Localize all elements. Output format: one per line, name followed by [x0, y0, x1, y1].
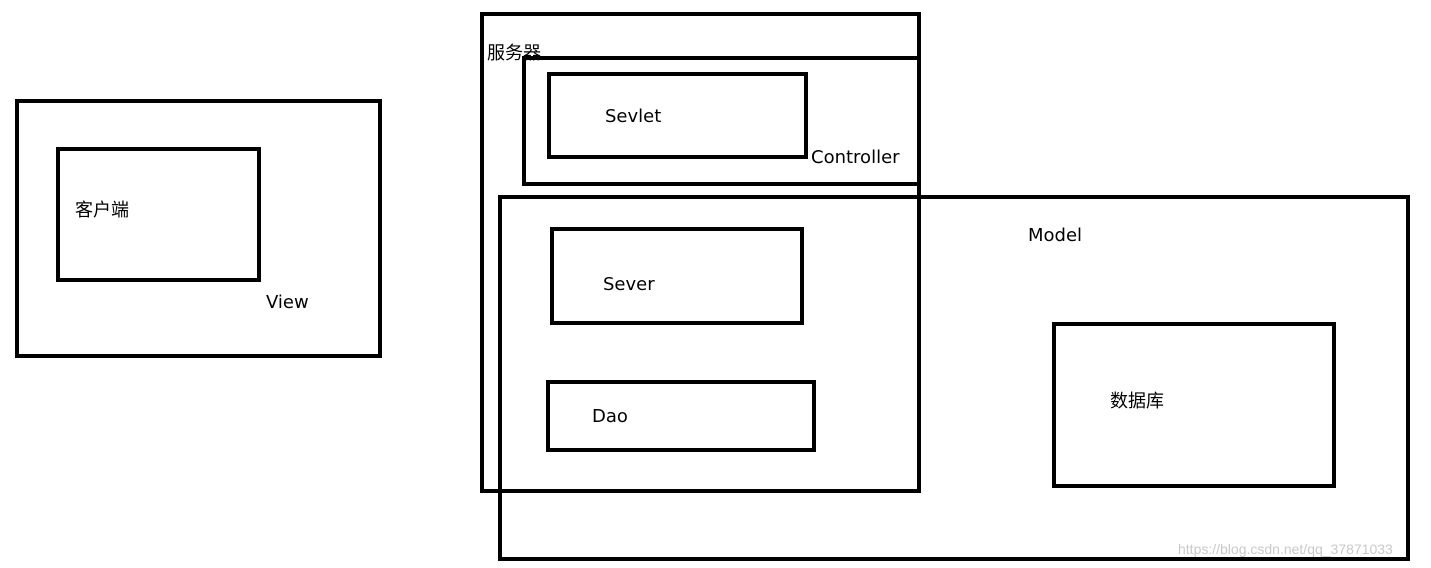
model-box	[498, 195, 1410, 561]
server-box	[480, 12, 921, 493]
controller-label: Controller	[811, 147, 900, 168]
database-label: 数据库	[1110, 391, 1164, 412]
watermark-text: https://blog.csdn.net/qq_37871033	[1178, 541, 1393, 557]
service-label: Sever	[603, 274, 655, 295]
servlet-label: Sevlet	[605, 106, 662, 127]
service-box	[550, 227, 804, 325]
model-label: Model	[1028, 225, 1083, 246]
dao-label: Dao	[592, 406, 628, 427]
servlet-box	[547, 72, 808, 159]
controller-box	[522, 56, 921, 186]
client-label: 客户端	[75, 200, 129, 221]
dao-box	[546, 380, 816, 452]
view-label: View	[266, 292, 309, 313]
view-box	[15, 99, 382, 358]
database-box	[1052, 322, 1336, 488]
client-box	[56, 147, 261, 282]
